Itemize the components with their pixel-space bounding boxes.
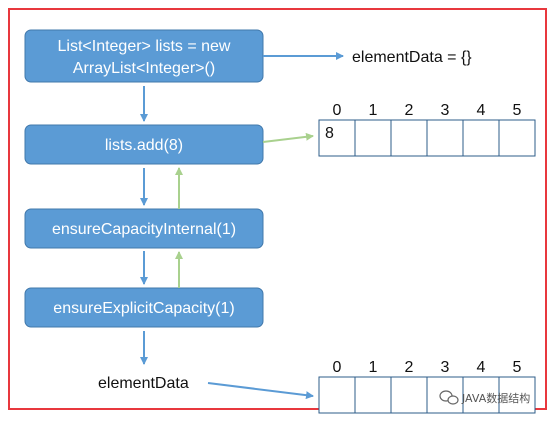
watermark-text: JAVA数据结构	[461, 391, 530, 405]
add-box: lists.add(8)	[24, 124, 264, 165]
bottom-array-index: 3	[441, 359, 450, 376]
add-box-label: lists.add(8)	[105, 137, 183, 154]
bottom-array-index: 0	[333, 359, 342, 376]
top-array-index: 4	[477, 102, 486, 119]
bottom-array-cell	[462, 376, 500, 414]
top-array-cell	[462, 119, 500, 157]
return-arrow-add-to-array	[262, 132, 314, 143]
top-array-cell	[390, 119, 428, 157]
new-arraylist-line1: List<Integer> lists = new	[58, 38, 231, 55]
bottom-array-cell	[426, 376, 464, 414]
elementdata-init-label: elementData = {}	[352, 49, 472, 66]
ensure-explicit-capacity-box: ensureExplicitCapacity(1)	[24, 287, 264, 328]
top-array: 0 8 1 2 3 4 5	[318, 102, 536, 157]
wechat-icon	[439, 390, 459, 405]
top-array-index: 0	[333, 102, 342, 119]
top-array-value: 8	[325, 125, 334, 142]
bottom-array-index: 2	[405, 359, 414, 376]
elementdata-label: elementData	[98, 375, 189, 392]
new-arraylist-box: List<Integer> lists = new ArrayList<Inte…	[24, 29, 264, 83]
bottom-array-index: 5	[513, 359, 522, 376]
bottom-array-cell	[498, 376, 536, 414]
top-array-cell	[498, 119, 536, 157]
bottom-array-index: 1	[369, 359, 378, 376]
top-array-cell	[354, 119, 392, 157]
ensure-explicit-capacity-label: ensureExplicitCapacity(1)	[53, 300, 234, 317]
new-arraylist-line2: ArrayList<Integer>()	[73, 60, 215, 77]
top-array-index: 2	[405, 102, 414, 119]
arrow-elementdata-to-array	[207, 382, 314, 400]
bottom-array-index: 4	[477, 359, 486, 376]
ensure-capacity-internal-label: ensureCapacityInternal(1)	[52, 221, 236, 238]
ensure-capacity-internal-box: ensureCapacityInternal(1)	[24, 208, 264, 249]
bottom-array-cell	[354, 376, 392, 414]
watermark: JAVA数据结构	[439, 390, 530, 405]
top-array-index: 1	[369, 102, 378, 119]
bottom-array: 0 1 2 3 4 5	[318, 359, 536, 414]
top-array-cell	[426, 119, 464, 157]
top-array-cell	[318, 119, 356, 157]
bottom-array-cell	[390, 376, 428, 414]
top-array-index: 5	[513, 102, 522, 119]
bottom-array-cell	[318, 376, 356, 414]
top-array-index: 3	[441, 102, 450, 119]
